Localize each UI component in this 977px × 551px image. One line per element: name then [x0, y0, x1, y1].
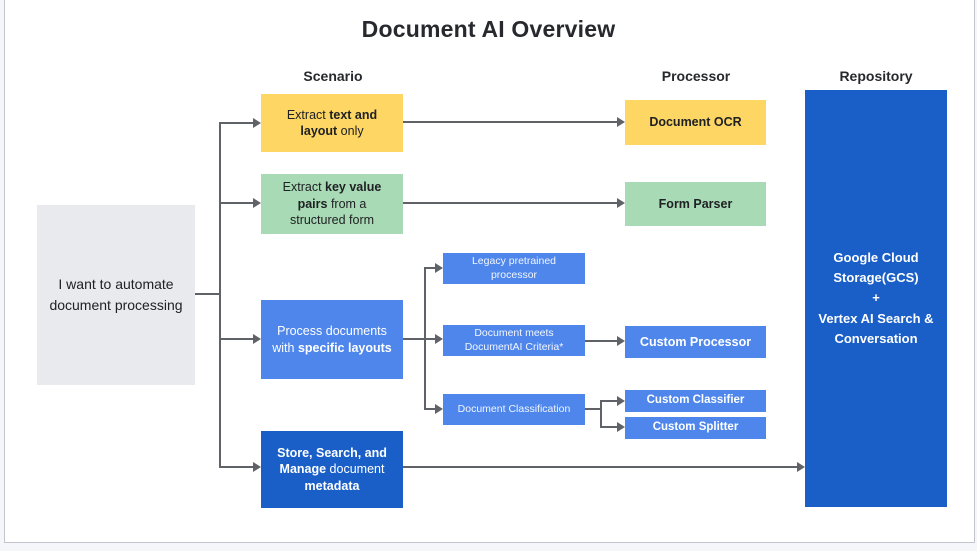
arrowhead-custom-classifier [617, 396, 625, 406]
node-decision-legacy-pretrained: Legacy pretrained processor [443, 253, 585, 284]
node-processor-custom-splitter-label: Custom Splitter [652, 421, 739, 434]
arrowhead-document-ocr [617, 117, 625, 127]
column-header-processor: Processor [661, 68, 731, 84]
node-root-goal: I want to automate document processing [37, 205, 195, 385]
arrowhead-custom-processor [617, 336, 625, 346]
repository-line-vertex: Vertex AI Search & Conversation [818, 310, 934, 346]
column-header-scenario: Scenario [303, 68, 363, 84]
connector-main-trunk [219, 122, 221, 468]
node-processor-form-parser-label: Form Parser [658, 196, 733, 211]
node-scenario-specific-layouts: Process documents with specific layouts [261, 300, 403, 379]
arrowhead-extract-text [253, 118, 261, 128]
connector-branch-store-search [219, 466, 253, 468]
arrowhead-classification [435, 404, 443, 414]
connector-branch-classification [424, 408, 435, 410]
repository-line-plus: + [872, 290, 880, 306]
arrowhead-repository [797, 462, 805, 472]
node-repository-gcs-vertex: Google Cloud Storage(GCS) + Vertex AI Se… [805, 90, 947, 507]
node-decision-document-classification-label: Document Classification [457, 402, 571, 415]
node-processor-custom-splitter: Custom Splitter [625, 417, 766, 439]
connector-branch-extract-text [219, 122, 253, 124]
connector-extract-text-to-ocr [403, 121, 617, 123]
node-root-goal-label: I want to automate document processing [49, 276, 183, 313]
arrowhead-legacy [435, 263, 443, 273]
connector-classification-stub [585, 408, 602, 410]
node-scenario-extract-text-label: Extract text and layout only [286, 107, 378, 139]
connector-branch-extract-kv [219, 202, 253, 204]
connector-branch-specific-layouts [219, 338, 253, 340]
connector-store-search-to-repository [403, 466, 797, 468]
node-decision-document-classification: Document Classification [443, 394, 585, 425]
node-scenario-specific-layouts-label: Process documents with specific layouts [272, 324, 392, 355]
connector-specific-layouts-stub [403, 338, 426, 340]
connector-branch-custom-splitter [600, 426, 617, 428]
node-processor-custom-processor-label: Custom Processor [639, 334, 752, 349]
connector-criteria-to-custom-processor [585, 340, 617, 342]
repository-line-gcs: Google Cloud Storage(GCS) [833, 250, 919, 286]
connector-mini-trunk [600, 400, 602, 428]
node-scenario-extract-kv: Extract key value pairs from a structure… [261, 174, 403, 234]
node-processor-form-parser: Form Parser [625, 182, 766, 226]
arrowhead-store-search [253, 462, 261, 472]
connector-branch-criteria [424, 338, 435, 340]
node-decision-legacy-pretrained-label: Legacy pretrained processor [471, 254, 557, 281]
connector-branch-legacy [424, 267, 435, 269]
page-title: Document AI Overview [361, 16, 616, 42]
node-decision-documentai-criteria: Document meets DocumentAI Criteria* [443, 325, 585, 356]
node-scenario-store-search: Store, Search, and Manage document metad… [261, 431, 403, 508]
node-processor-document-ocr: Document OCR [625, 100, 766, 145]
connector-extract-kv-to-form-parser [403, 202, 617, 204]
connector-root-stub [195, 293, 221, 295]
node-scenario-extract-text: Extract text and layout only [261, 94, 403, 152]
node-decision-documentai-criteria-label: Document meets DocumentAI Criteria* [464, 326, 564, 353]
node-scenario-store-search-label: Store, Search, and Manage document metad… [277, 445, 387, 493]
connector-branch-custom-classifier [600, 400, 617, 402]
node-scenario-extract-kv-label: Extract key value pairs from a structure… [282, 180, 382, 228]
arrowhead-extract-kv [253, 198, 261, 208]
arrowhead-form-parser [617, 198, 625, 208]
arrowhead-criteria [435, 334, 443, 344]
node-processor-custom-processor: Custom Processor [625, 326, 766, 358]
column-header-repository: Repository [839, 68, 913, 84]
node-processor-custom-classifier: Custom Classifier [625, 390, 766, 412]
node-processor-document-ocr-label: Document OCR [649, 115, 742, 130]
arrowhead-custom-splitter [617, 422, 625, 432]
arrowhead-specific-layouts [253, 334, 261, 344]
node-processor-custom-classifier-label: Custom Classifier [646, 394, 745, 407]
